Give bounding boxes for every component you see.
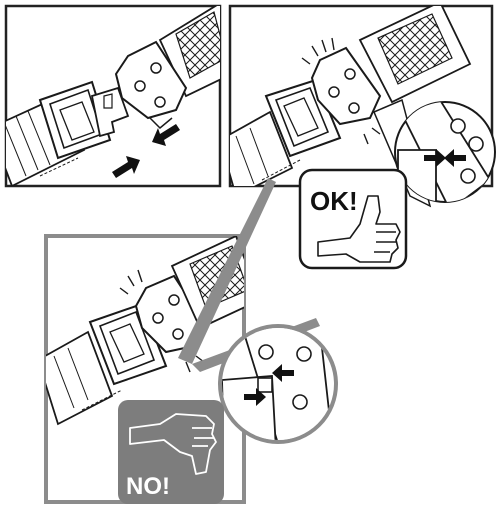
no-badge: NO! (118, 400, 224, 504)
ok-badge: OK! (300, 170, 406, 268)
ok-label: OK! (310, 186, 358, 216)
connect-buckle-panel (0, 2, 240, 186)
no-label: NO! (126, 473, 170, 500)
